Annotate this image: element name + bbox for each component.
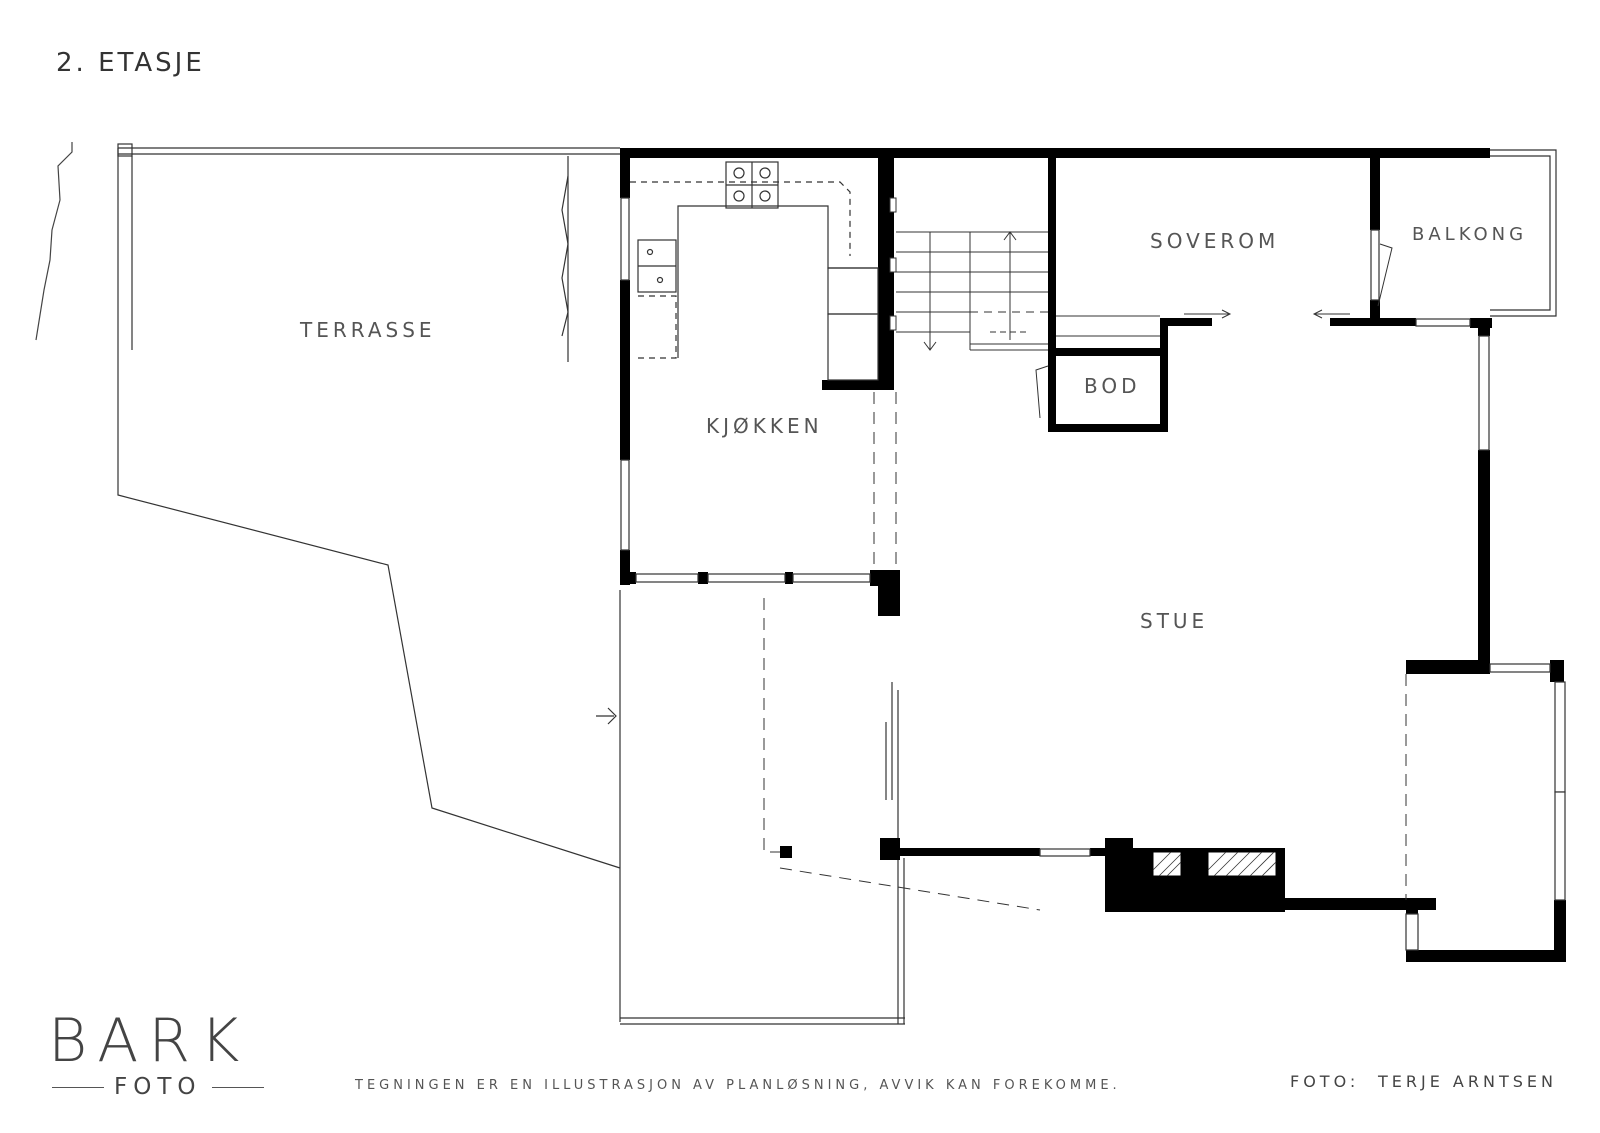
room-label-stue: STUE (1140, 609, 1208, 633)
bedroom-details (1035, 243, 1393, 419)
sliding-door (885, 682, 899, 838)
logo-line-right (212, 1087, 264, 1088)
lower-deck-outline (596, 590, 905, 1025)
walls (620, 148, 1566, 962)
staircase (896, 231, 1048, 351)
logo: BARK FOTO (48, 1010, 268, 1100)
balcony-outline (1490, 149, 1557, 317)
fireplace-hatch (1152, 851, 1277, 877)
room-label-terrasse: TERRASSE (299, 318, 436, 342)
room-label-bod: BOD (1084, 374, 1141, 398)
disclaimer-text: TEGNINGEN ER EN ILLUSTRASJON AV PLANLØSN… (355, 1078, 1121, 1093)
photo-credit-label: FOTO: (1290, 1072, 1360, 1091)
terrace-outline (35, 142, 621, 869)
room-label-soverom: SOVEROM (1150, 229, 1279, 253)
room-label-balkong: BALKONG (1412, 224, 1527, 245)
photographer-name: TERJE ARNTSEN (1378, 1072, 1557, 1091)
windows (620, 197, 1566, 951)
logo-line-left (52, 1087, 104, 1088)
wall-niches (889, 197, 897, 331)
dashed-guides (763, 392, 1407, 911)
room-label-kjokken: KJØKKEN (706, 414, 823, 438)
kitchen-fittings (630, 161, 879, 381)
room-labels: TERRASSE KJØKKEN SOVEROM BALKONG BOD STU… (299, 224, 1527, 633)
logo-sub-text: FOTO (114, 1074, 202, 1100)
floor-title: 2. ETASJE (56, 48, 205, 78)
logo-main-text: BARK (48, 1006, 250, 1076)
